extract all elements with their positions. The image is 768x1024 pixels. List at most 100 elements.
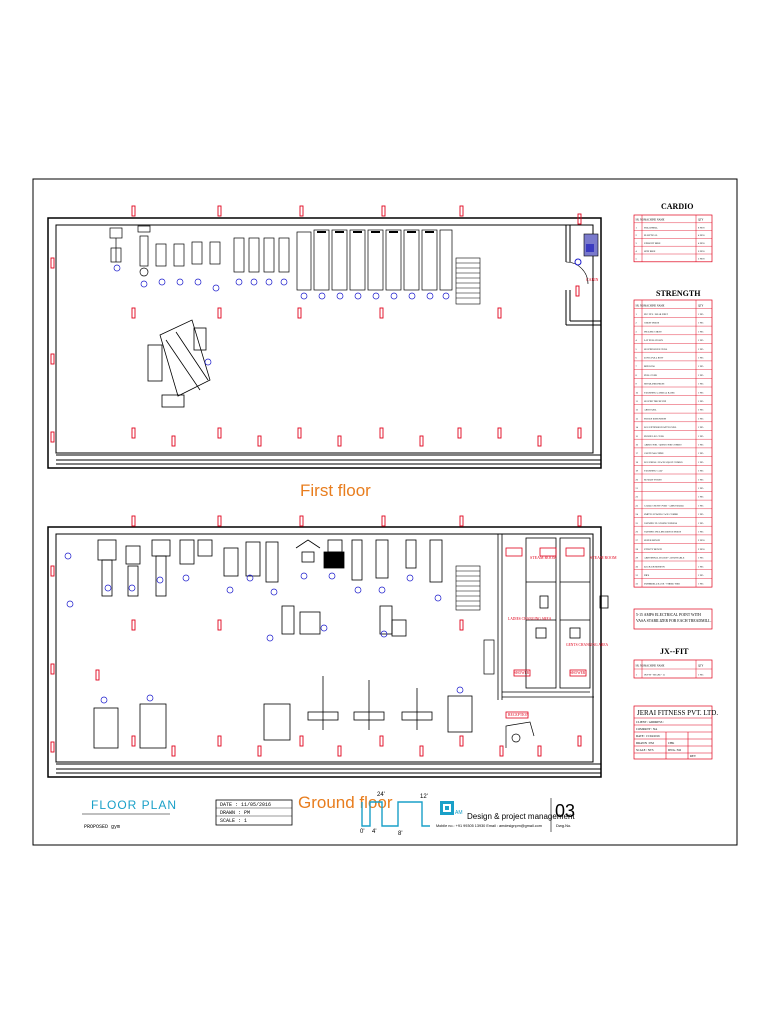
table-cell: 1 NO. [698, 522, 704, 525]
table-cell: ROTARY TORSO [644, 478, 662, 481]
table-cell: 4 [636, 339, 638, 342]
first-floor-markers [113, 264, 450, 366]
table-cell: 24 [636, 513, 639, 516]
first-floor-plan: CABIN [47, 205, 602, 469]
table-header-cell: SR. NO [636, 219, 644, 222]
table-cell: 5 [636, 348, 638, 351]
table-cell: 1 NO. [698, 496, 704, 499]
table-cell: TRICEP EXTENSION [644, 417, 666, 420]
table-cell: GLUTE MACHINE [644, 452, 664, 455]
strength-equipment [93, 539, 473, 749]
table-cell: 26 [636, 530, 639, 533]
logo-text: AM [455, 810, 463, 816]
table-cell: 13 [636, 417, 639, 420]
table-cell: 2 NOS [698, 539, 705, 542]
table-cell: PULL OVER [644, 374, 657, 377]
table-cell: 8 [636, 374, 638, 377]
table-cell: 1 NO. [698, 470, 704, 473]
table-cell: SMITH / POWER CAGE COMBO [644, 513, 678, 516]
multi-station [147, 319, 211, 408]
table-cell: SEATED TRICEP DIP [644, 400, 667, 403]
table-cell: ABDUCTOR / ADDUCTOR COMBO [644, 443, 682, 446]
table-header-cell: MACHINE NAME [644, 664, 665, 667]
am-logo-icon [440, 801, 454, 815]
table-cell: CHEST PRESS [644, 322, 660, 325]
table-cell: BACK EXTENSION [644, 565, 665, 568]
scale-label-8: 8' [398, 831, 402, 837]
title-date: DATE : 11/05/2016 [220, 802, 271, 808]
table-cell: JX-FIT - SHAPE - 15 [644, 673, 666, 676]
shower-label-2: SHOWER [570, 671, 586, 675]
sheet-border [32, 178, 738, 846]
jxfit-title: JX--FIT [660, 647, 689, 656]
strength-title: STRENGTH [656, 289, 701, 298]
table-cell: DIPS [644, 574, 650, 577]
table-cell: 14 [636, 426, 639, 429]
company-date: DATE : 15/04/2016 [636, 734, 660, 738]
table-cell: 2 NOS [698, 258, 705, 261]
table-cell: 1 NO. [698, 365, 704, 368]
ground-floor-title: Ground floor [298, 793, 393, 812]
table-cell: INCLINE CHEST [644, 330, 662, 333]
scale-label-12: 12' [420, 794, 428, 800]
table-cell: 1 NO. [698, 583, 704, 586]
staircase-first [455, 257, 481, 305]
table-cell: 3 [636, 330, 638, 333]
table-cell: 1 NO. [698, 391, 704, 394]
cabin-label: CABIN [586, 277, 599, 282]
proposed-label: PROPOSED gym [84, 824, 120, 830]
firm-name: Design & project management [467, 812, 575, 821]
gents-changing-label: GENTS CHANGING AREA [566, 643, 609, 647]
table-cell: 4 NOS [698, 234, 705, 237]
scale-label-0: 0' [360, 829, 364, 835]
table-header-cell: SR. NO [636, 664, 644, 667]
table-cell: 1 NO. [698, 565, 704, 568]
reception-label: RECEPTION [508, 713, 529, 717]
table-cell: SUPER BENCH [644, 539, 660, 542]
shower-label-1: SHOWER [514, 671, 530, 675]
table-cell: CABLE CROSS OVER - ADJUSTABLE [644, 504, 684, 507]
table-cell: 1 NO. [698, 426, 704, 429]
table-cell: 12 [636, 409, 639, 412]
table-cell: 1 NO. [698, 417, 704, 420]
staircase-ground [455, 565, 481, 611]
table-cell: 1 NO. [698, 673, 704, 676]
table-cell: 11 [636, 400, 639, 403]
treadmill-row [296, 229, 453, 291]
table-cell: 1 NO. [698, 443, 704, 446]
ground-floor-markers [64, 552, 464, 704]
floor-plan-title: FLOOR PLAN [91, 798, 177, 812]
table-cell: 1 NO. [698, 513, 704, 516]
drawing-info-box [215, 799, 293, 826]
electrical-note-box [633, 608, 713, 630]
cardio-equipment-row [109, 225, 290, 277]
table-cell: 22 [636, 496, 639, 499]
table-header-cell: SR. NO [636, 304, 644, 307]
title-block: FLOOR PLAN PROPOSED gym DATE : 11/05/201… [82, 792, 575, 837]
table-cell: 3 [636, 242, 638, 245]
table-cell: 1 [636, 313, 638, 316]
table-cell: 15 [636, 435, 639, 438]
wet-area [497, 534, 609, 700]
table-cell: 30 [636, 565, 639, 568]
first-floor-title: First floor [300, 481, 371, 500]
table-cell: 32 [636, 583, 639, 586]
table-cell: 25 [636, 522, 639, 525]
table-cell: 23 [636, 504, 639, 507]
table-cell: TREADMILL [644, 226, 658, 229]
scale-bar [361, 801, 430, 827]
table-cell: 1 NO. [698, 452, 704, 455]
dwg-no-label: Dwg.No. [556, 823, 571, 828]
scale-label-4: 4' [372, 829, 376, 835]
table-header-cell: MACHINE NAME [644, 304, 665, 307]
table-cell: OLYMPIC INCLINE BENCH PRESS [644, 530, 682, 533]
first-floor-columns [50, 205, 582, 447]
table-cell: ARM CURL [644, 409, 657, 412]
wet-area-red [505, 547, 587, 719]
table-cell: STANDING LATERAL RAISE [644, 391, 675, 394]
table-cell: 2 NOS [698, 548, 705, 551]
